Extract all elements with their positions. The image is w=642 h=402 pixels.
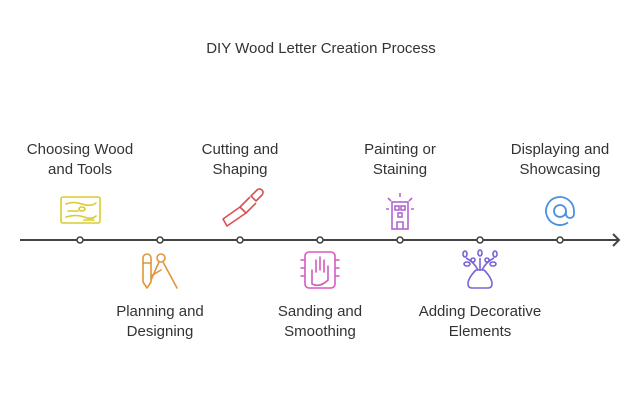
arrow-head-icon — [612, 233, 621, 247]
diagram-title: DIY Wood Letter Creation Process — [206, 40, 436, 57]
step-label: Planning and Designing — [116, 303, 204, 340]
timeline-node — [236, 236, 244, 244]
timeline-node — [156, 236, 164, 244]
step-label: Choosing Wood and Tools — [26, 141, 134, 178]
wood-board-icon — [60, 196, 101, 224]
pencil-compass-icon — [142, 253, 178, 289]
step-label: Adding Decorative Elements — [418, 303, 542, 340]
step-label: Sanding and Smoothing — [277, 303, 363, 340]
step-label: Cutting and Shaping — [201, 141, 279, 178]
timeline-node — [556, 236, 564, 244]
timeline-node — [396, 236, 404, 244]
building-icon — [386, 193, 414, 230]
timeline-node — [316, 236, 324, 244]
timeline-node — [76, 236, 84, 244]
chisel-icon — [222, 188, 264, 227]
step-label: Displaying and Showcasing — [510, 141, 610, 178]
hand-sandpaper-icon — [300, 251, 340, 289]
vase-icon — [462, 249, 498, 289]
at-sign-icon — [545, 196, 575, 226]
step-label: Painting or Staining — [364, 141, 436, 178]
timeline-node — [476, 236, 484, 244]
